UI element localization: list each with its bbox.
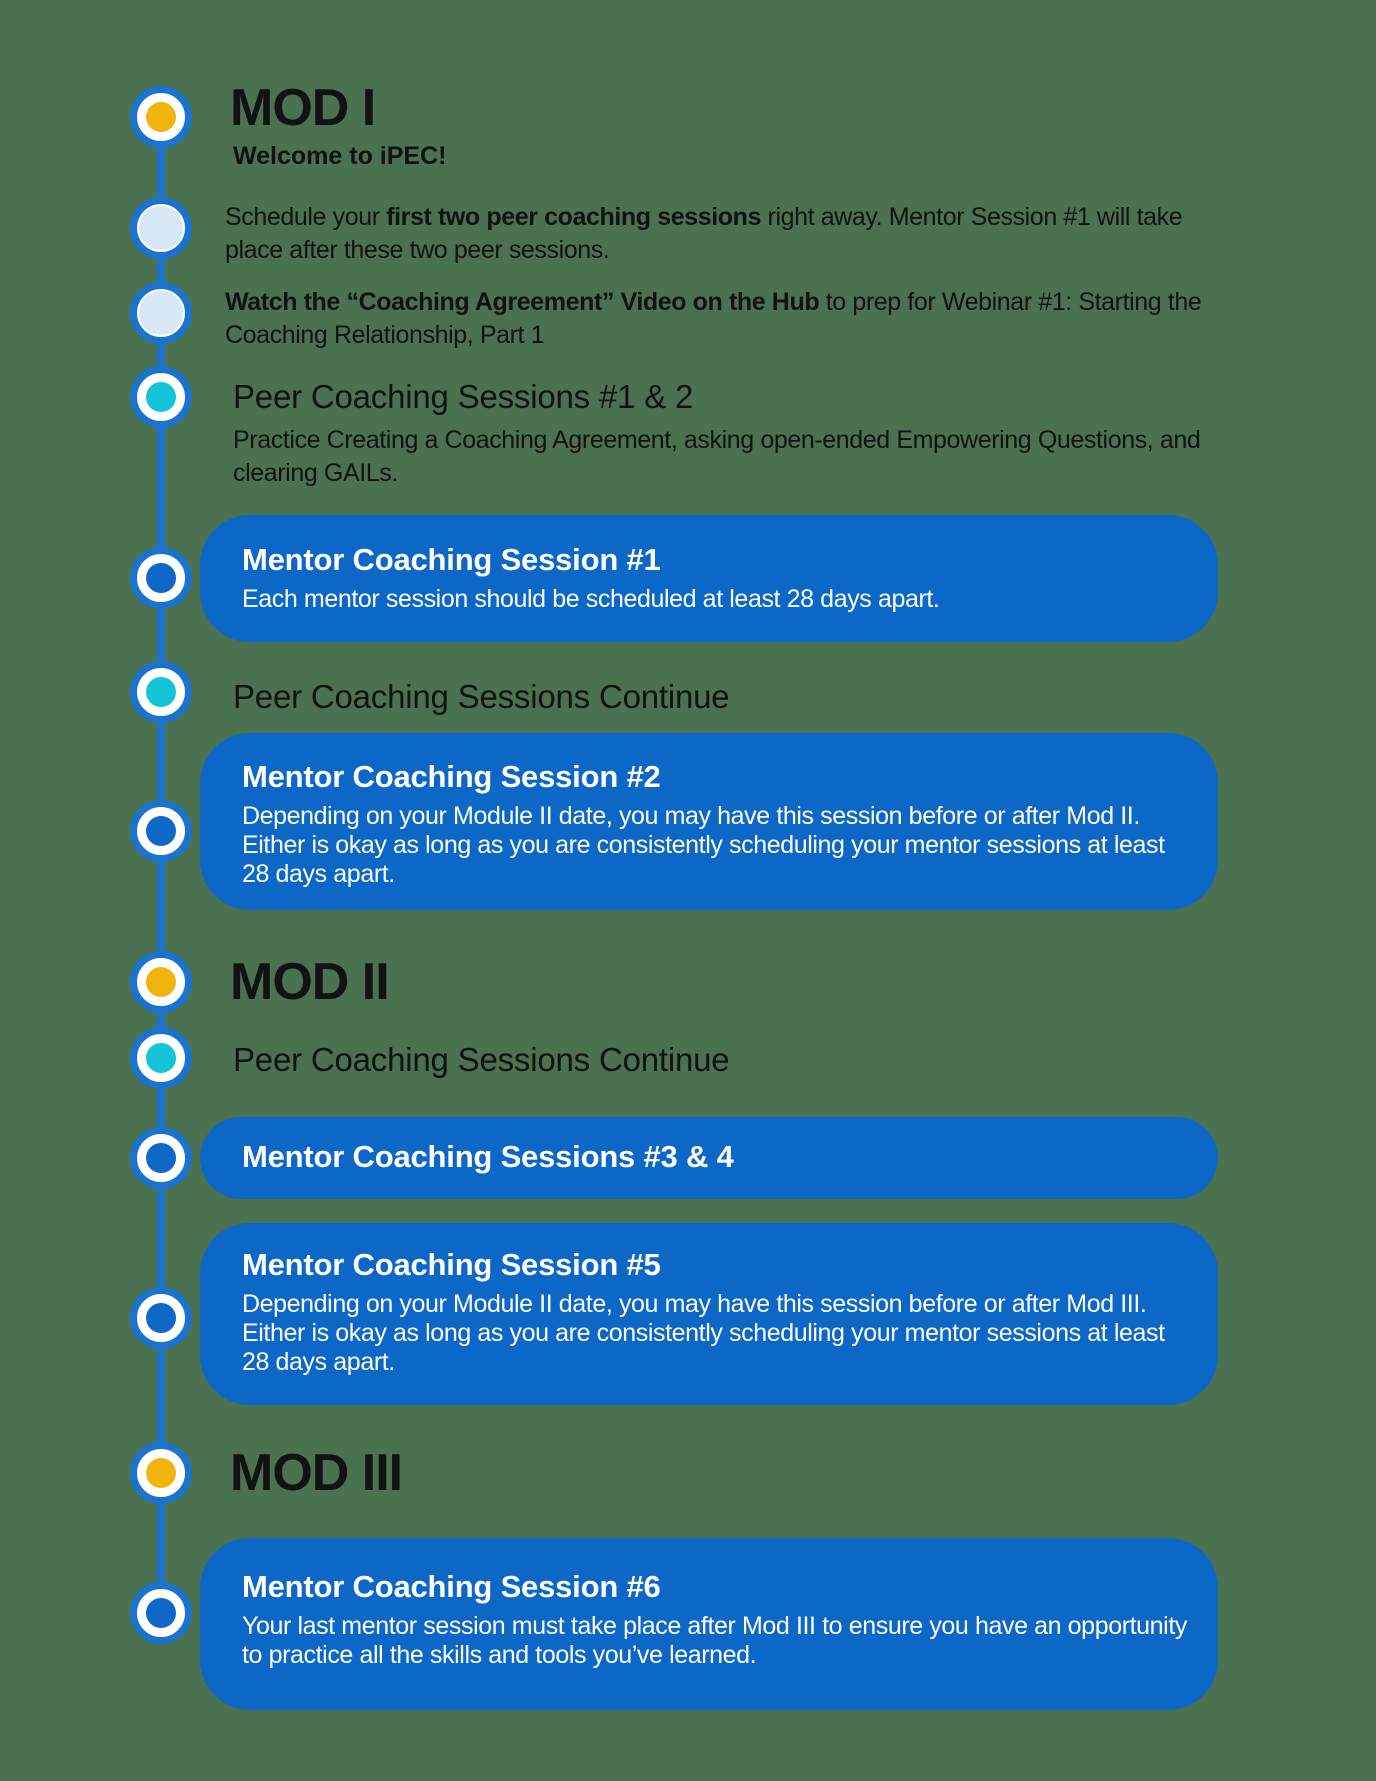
timeline-node-watch-step-icon bbox=[130, 282, 192, 344]
timeline-node-mod-i-icon bbox=[130, 86, 192, 148]
timeline-node-mentor-1-icon bbox=[130, 547, 192, 609]
gold-dot-icon bbox=[146, 102, 176, 132]
mentor-session-2-body: Depending on your Module II date, you ma… bbox=[242, 802, 1165, 888]
peer-sessions-1-2-heading: Peer Coaching Sessions #1 & 2 bbox=[233, 378, 694, 415]
mentor-session-2-card: Mentor Coaching Session #2 Depending on … bbox=[200, 733, 1218, 910]
mentor-session-6-body: Your last mentor session must take place… bbox=[242, 1612, 1187, 1669]
timeline-node-mentor-3-4-icon bbox=[130, 1127, 192, 1189]
peer-sessions-continue-heading: Peer Coaching Sessions Continue bbox=[233, 678, 730, 715]
timeline-node-mentor-6-icon bbox=[130, 1582, 192, 1644]
gold-dot-icon bbox=[146, 1458, 176, 1488]
blue-dot-icon bbox=[146, 563, 176, 593]
peer-sessions-continue-2-heading: Peer Coaching Sessions Continue bbox=[233, 1041, 730, 1078]
mentor-session-5-body: Depending on your Module II date, you ma… bbox=[242, 1290, 1165, 1376]
mentor-sessions-3-4-card: Mentor Coaching Sessions #3 & 4 bbox=[200, 1117, 1218, 1199]
mod-ii-title: MOD II bbox=[230, 953, 390, 1011]
pale-dot-icon bbox=[139, 291, 183, 335]
timeline-line bbox=[157, 117, 165, 1613]
timeline-node-peer-continue-2-icon bbox=[130, 1027, 192, 1089]
mentor-session-6-card: Mentor Coaching Session #6 Your last men… bbox=[200, 1538, 1218, 1710]
mentor-session-5-title: Mentor Coaching Session #5 bbox=[242, 1247, 661, 1282]
watch-paragraph: Watch the “Coaching Agreement” Video on … bbox=[225, 288, 1202, 349]
timeline-node-mod-iii-icon bbox=[130, 1442, 192, 1504]
timeline-node-peer-sessions-icon bbox=[130, 366, 192, 428]
gold-dot-icon bbox=[146, 967, 176, 997]
blue-dot-icon bbox=[146, 816, 176, 846]
blue-dot-icon bbox=[146, 1598, 176, 1628]
mentor-session-5-card: Mentor Coaching Session #5 Depending on … bbox=[200, 1223, 1218, 1405]
timeline-node-mentor-5-icon bbox=[130, 1287, 192, 1349]
teal-dot-icon bbox=[146, 677, 176, 707]
teal-dot-icon bbox=[146, 1043, 176, 1073]
timeline-node-mod-ii-icon bbox=[130, 951, 192, 1013]
blue-dot-icon bbox=[146, 1303, 176, 1333]
blue-dot-icon bbox=[146, 1143, 176, 1173]
mentor-session-6-title: Mentor Coaching Session #6 bbox=[242, 1569, 661, 1604]
pale-dot-icon bbox=[139, 206, 183, 250]
mod-iii-title: MOD III bbox=[230, 1444, 403, 1502]
welcome-text: Welcome to iPEC! bbox=[233, 142, 447, 170]
mentor-session-2-title: Mentor Coaching Session #2 bbox=[242, 759, 661, 794]
mentor-session-1-body: Each mentor session should be scheduled … bbox=[242, 585, 940, 613]
schedule-paragraph: Schedule your first two peer coaching se… bbox=[225, 203, 1183, 264]
timeline-node-mentor-2-icon bbox=[130, 800, 192, 862]
mod-i-title: MOD I bbox=[230, 79, 376, 137]
peer-sessions-1-2-body: Practice Creating a Coaching Agreement, … bbox=[233, 426, 1201, 487]
timeline-node-schedule-step-icon bbox=[130, 197, 192, 259]
mentor-session-1-title: Mentor Coaching Session #1 bbox=[242, 542, 661, 577]
teal-dot-icon bbox=[146, 382, 176, 412]
mentor-sessions-3-4-title: Mentor Coaching Sessions #3 & 4 bbox=[242, 1139, 734, 1174]
mentor-session-1-card: Mentor Coaching Session #1 Each mentor s… bbox=[200, 515, 1218, 642]
timeline-node-peer-continue-icon bbox=[130, 661, 192, 723]
